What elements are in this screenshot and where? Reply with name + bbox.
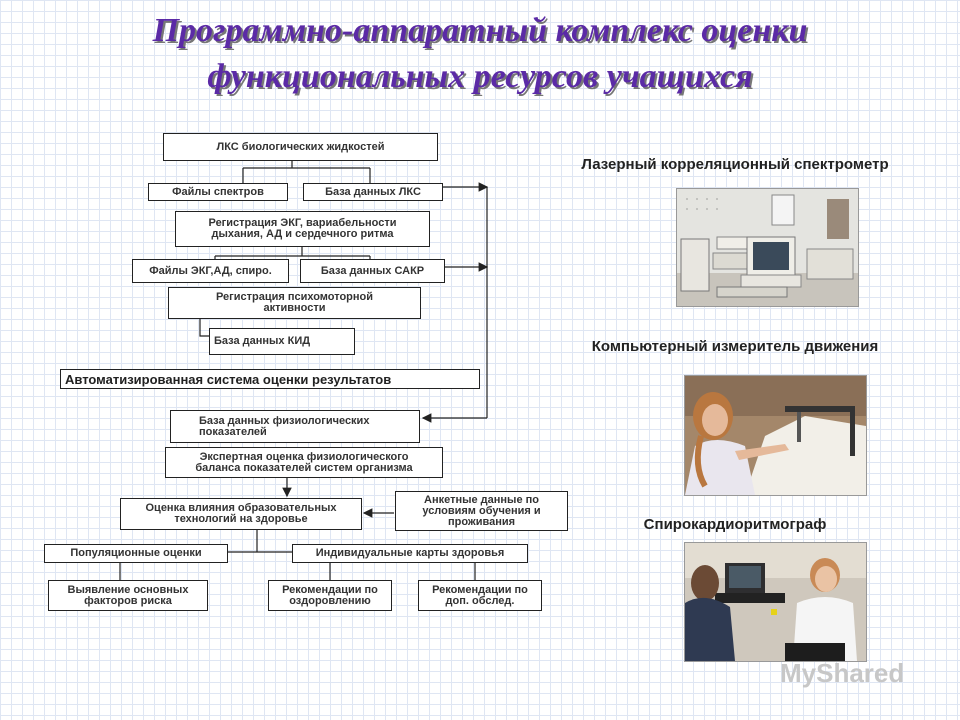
automated-system-box: Автоматизированная система оценки резуль… xyxy=(60,369,480,389)
slide-subtitle: функциональных ресурсов учащихся xyxy=(207,58,753,95)
sakr-database-box: База данных САКР xyxy=(300,259,445,283)
spirocardio-photo xyxy=(684,542,867,662)
spectra-files-box: Файлы спектров xyxy=(148,183,288,201)
slide-title: Программно-аппаратный комплекс оценки xyxy=(152,12,808,49)
lks-database-box: База данных ЛКС xyxy=(303,183,443,201)
motion-meter-label: Компьютерный измеритель движения xyxy=(591,338,879,355)
ekg-files-box: Файлы ЭКГ,АД, спиро. xyxy=(132,259,289,283)
spectrometer-label: Лазерный корреляционный спектрометр xyxy=(581,156,889,173)
lks-box: ЛКС биологических жидкостей xyxy=(163,133,438,161)
spectrometer-photo xyxy=(676,188,859,307)
individual-health-cards-box: Индивидуальные карты здоровья xyxy=(292,544,528,563)
watermark: MyShared xyxy=(780,658,905,688)
motion-meter-photo xyxy=(684,375,867,496)
population-estimates-box: Популяционные оценки xyxy=(44,544,228,563)
kid-database-box: База данных КИД xyxy=(209,328,355,355)
spirocardio-label: Спирокардиоритмограф xyxy=(643,516,827,533)
